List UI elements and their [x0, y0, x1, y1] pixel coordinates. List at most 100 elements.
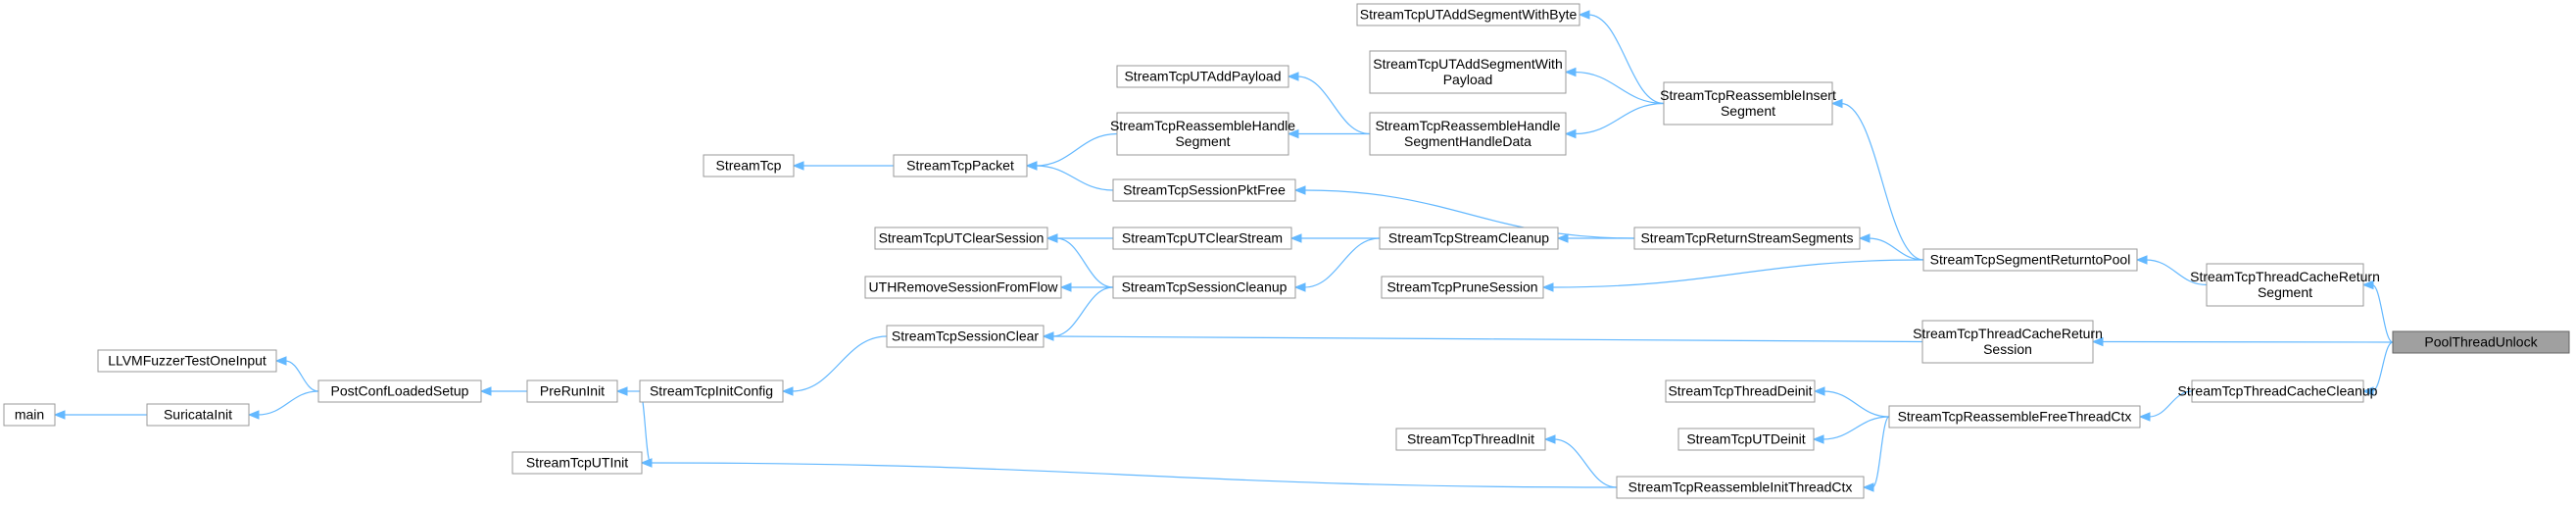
arrow-head-icon: [1812, 434, 1824, 444]
node-label: StreamTcpReassembleFreeThreadCtx: [1898, 409, 2132, 425]
node-tcp_session_pkt_free[interactable]: StreamTcpSessionPktFree: [1112, 178, 1296, 202]
node-tcp_return_stream_segments[interactable]: StreamTcpReturnStreamSegments: [1633, 227, 1861, 250]
arrow-head-icon: [1862, 482, 1874, 492]
arrow-head-icon: [1287, 72, 1299, 81]
edge-tcp_ut_add_segment_with_payload-to-tcp_reassemble_insert_segment: [1564, 67, 1665, 105]
node-suricata_init[interactable]: SuricataInit: [146, 403, 250, 427]
node-tcp_thread_cache_cleanup[interactable]: StreamTcpThreadCacheCleanup: [2178, 379, 2378, 403]
node-tcp_reassemble_free_thread_ctx[interactable]: StreamTcpReassembleFreeThreadCtx: [1888, 405, 2141, 429]
arrow-head-icon: [1025, 161, 1038, 171]
edge-post_conf_loaded_setup-to-pre_run_init: [479, 386, 528, 396]
node-box: [1677, 428, 1815, 451]
edge-tcp_packet-to-tcp_session_pkt_free: [1025, 161, 1114, 191]
node-box: [1116, 112, 1289, 156]
node-tcp_segment_return_to_pool[interactable]: StreamTcpSegmentReturntoPool: [1922, 248, 2138, 272]
node-box: [1665, 379, 1816, 403]
edge-line: [1051, 335, 1923, 343]
arrow-head-icon: [2138, 412, 2151, 422]
node-box: [1395, 428, 1546, 451]
node-label: Segment: [2258, 284, 2312, 300]
edge-tcp_init_config-to-tcp_session_clear: [781, 335, 888, 396]
node-box: [1369, 112, 1567, 156]
node-label: StreamTcpUTClearStream: [1122, 230, 1283, 246]
arrow-head-icon: [2091, 336, 2104, 347]
node-label: StreamTcpSessionCleanup: [1122, 279, 1288, 295]
node-tcp_init_config[interactable]: StreamTcpInitConfig: [639, 379, 784, 403]
arrow-head-icon: [1556, 233, 1569, 243]
node-tcp_reassemble_init_thread_ctx[interactable]: StreamTcpReassembleInitThreadCtx: [1616, 476, 1865, 499]
edge-tcp_reassemble_handle_segment-to-tcp_reassemble_handle_segment_handle_data: [1287, 128, 1370, 139]
node-box: [1379, 227, 1559, 250]
node-box: [511, 451, 643, 475]
node-pool_thread_unlock[interactable]: PoolThreadUnlock: [2392, 330, 2570, 354]
edge-line: [1574, 71, 1665, 105]
node-tcp_ut_add_payload[interactable]: StreamTcpUTAddPayload: [1116, 65, 1289, 88]
edge-line: [1574, 102, 1665, 135]
node-label: StreamTcpThreadInit: [1407, 431, 1534, 447]
node-box: [1112, 227, 1292, 250]
node-box: [1112, 276, 1296, 299]
node-pre_run_init[interactable]: PreRunInit: [526, 379, 618, 403]
node-tcp_session_clear[interactable]: StreamTcpSessionClear: [886, 325, 1045, 348]
edge-line: [2101, 340, 2394, 343]
edge-line: [257, 390, 319, 416]
arrow-head-icon: [1578, 10, 1590, 20]
edge-tcp_reassemble_insert_segment-to-tcp_segment_return_to_pool: [1830, 98, 1924, 261]
edge-tcp_ut_init-to-tcp_reassemble_init_thread_ctx: [640, 458, 1618, 488]
node-label: PoolThreadUnlock: [2424, 334, 2538, 350]
node-tcp_prune_session[interactable]: StreamTcpPruneSession: [1381, 276, 1544, 299]
edge-line: [1035, 165, 1114, 191]
arrow-head-icon: [479, 386, 492, 396]
edge-line: [2145, 259, 2208, 286]
edge-uth_remove_session_from_flow-to-tcp_session_cleanup: [1059, 282, 1114, 292]
node-post_conf_loaded_setup[interactable]: PostConfLoadedSetup: [317, 379, 482, 403]
edge-tcp_session_cleanup-to-tcp_stream_cleanup: [1293, 237, 1381, 292]
arrow-head-icon: [792, 161, 804, 171]
arrow-head-icon: [1287, 128, 1299, 139]
node-llvm_fuzzer_test_one_input[interactable]: LLVMFuzzerTestOneInput: [97, 349, 277, 373]
nodes-layer: PoolThreadUnlock StreamTcpThreadCacheRetu…: [3, 3, 2570, 499]
node-box: [864, 276, 1062, 299]
edge-tcp_ut_add_payload-to-tcp_reassemble_handle_segment_handle_data: [1287, 72, 1371, 135]
edge-llvm_fuzzer_test_one_input-to-post_conf_loaded_setup: [274, 356, 319, 392]
node-tcp_thread_deinit[interactable]: StreamTcpThreadDeinit: [1665, 379, 1816, 403]
edge-stream_tcp-to-tcp_packet: [792, 161, 895, 171]
node-tcp_stream_cleanup[interactable]: StreamTcpStreamCleanup: [1379, 227, 1559, 250]
node-tcp_session_cleanup[interactable]: StreamTcpSessionCleanup: [1112, 276, 1296, 299]
arrow-head-icon: [1293, 282, 1306, 292]
edge-tcp_ut_clear_session-to-tcp_session_cleanup: [1045, 233, 1114, 288]
edge-line: [284, 360, 319, 392]
node-tcp_ut_clear_stream[interactable]: StreamTcpUTClearStream: [1112, 227, 1292, 250]
node-label: StreamTcpStreamCleanup: [1388, 230, 1549, 246]
node-label: PostConfLoadedSetup: [331, 383, 469, 399]
node-tcp_thread_init[interactable]: StreamTcpThreadInit: [1395, 428, 1546, 451]
node-box: [1112, 178, 1296, 202]
node-main[interactable]: main: [3, 403, 56, 427]
node-box: [703, 154, 795, 177]
node-box: [639, 379, 784, 403]
edge-line: [2148, 390, 2193, 418]
node-tcp_reassemble_handle_segment_handle_data[interactable]: StreamTcpReassembleHandleSegmentHandleDa…: [1369, 112, 1567, 156]
node-label: SegmentHandleData: [1404, 133, 1531, 149]
edge-tcp_ut_deinit-to-tcp_reassemble_free_thread_ctx: [1812, 416, 1890, 444]
node-label: StreamTcpReassembleHandle: [1110, 118, 1295, 133]
edge-line: [1822, 416, 1890, 440]
node-tcp_ut_add_segment_with_byte[interactable]: StreamTcpUTAddSegmentWithByte: [1356, 3, 1580, 26]
edge-tcp_prune_session-to-tcp_segment_return_to_pool: [1541, 259, 1924, 292]
arrow-head-icon: [1830, 98, 1843, 109]
arrow-head-icon: [53, 410, 66, 420]
node-stream_tcp[interactable]: StreamTcp: [703, 154, 795, 177]
node-box: [3, 403, 56, 427]
node-uth_remove_session_from_flow[interactable]: UTHRemoveSessionFromFlow: [864, 276, 1062, 299]
node-tcp_packet[interactable]: StreamTcpPacket: [893, 154, 1028, 177]
edge-line: [1303, 189, 1635, 239]
arrow-head-icon: [615, 386, 628, 396]
node-tcp_ut_init[interactable]: StreamTcpUTInit: [511, 451, 643, 475]
node-tcp_ut_clear_session[interactable]: StreamTcpUTClearSession: [874, 227, 1048, 250]
node-tcp_ut_deinit[interactable]: StreamTcpUTDeinit: [1677, 428, 1815, 451]
